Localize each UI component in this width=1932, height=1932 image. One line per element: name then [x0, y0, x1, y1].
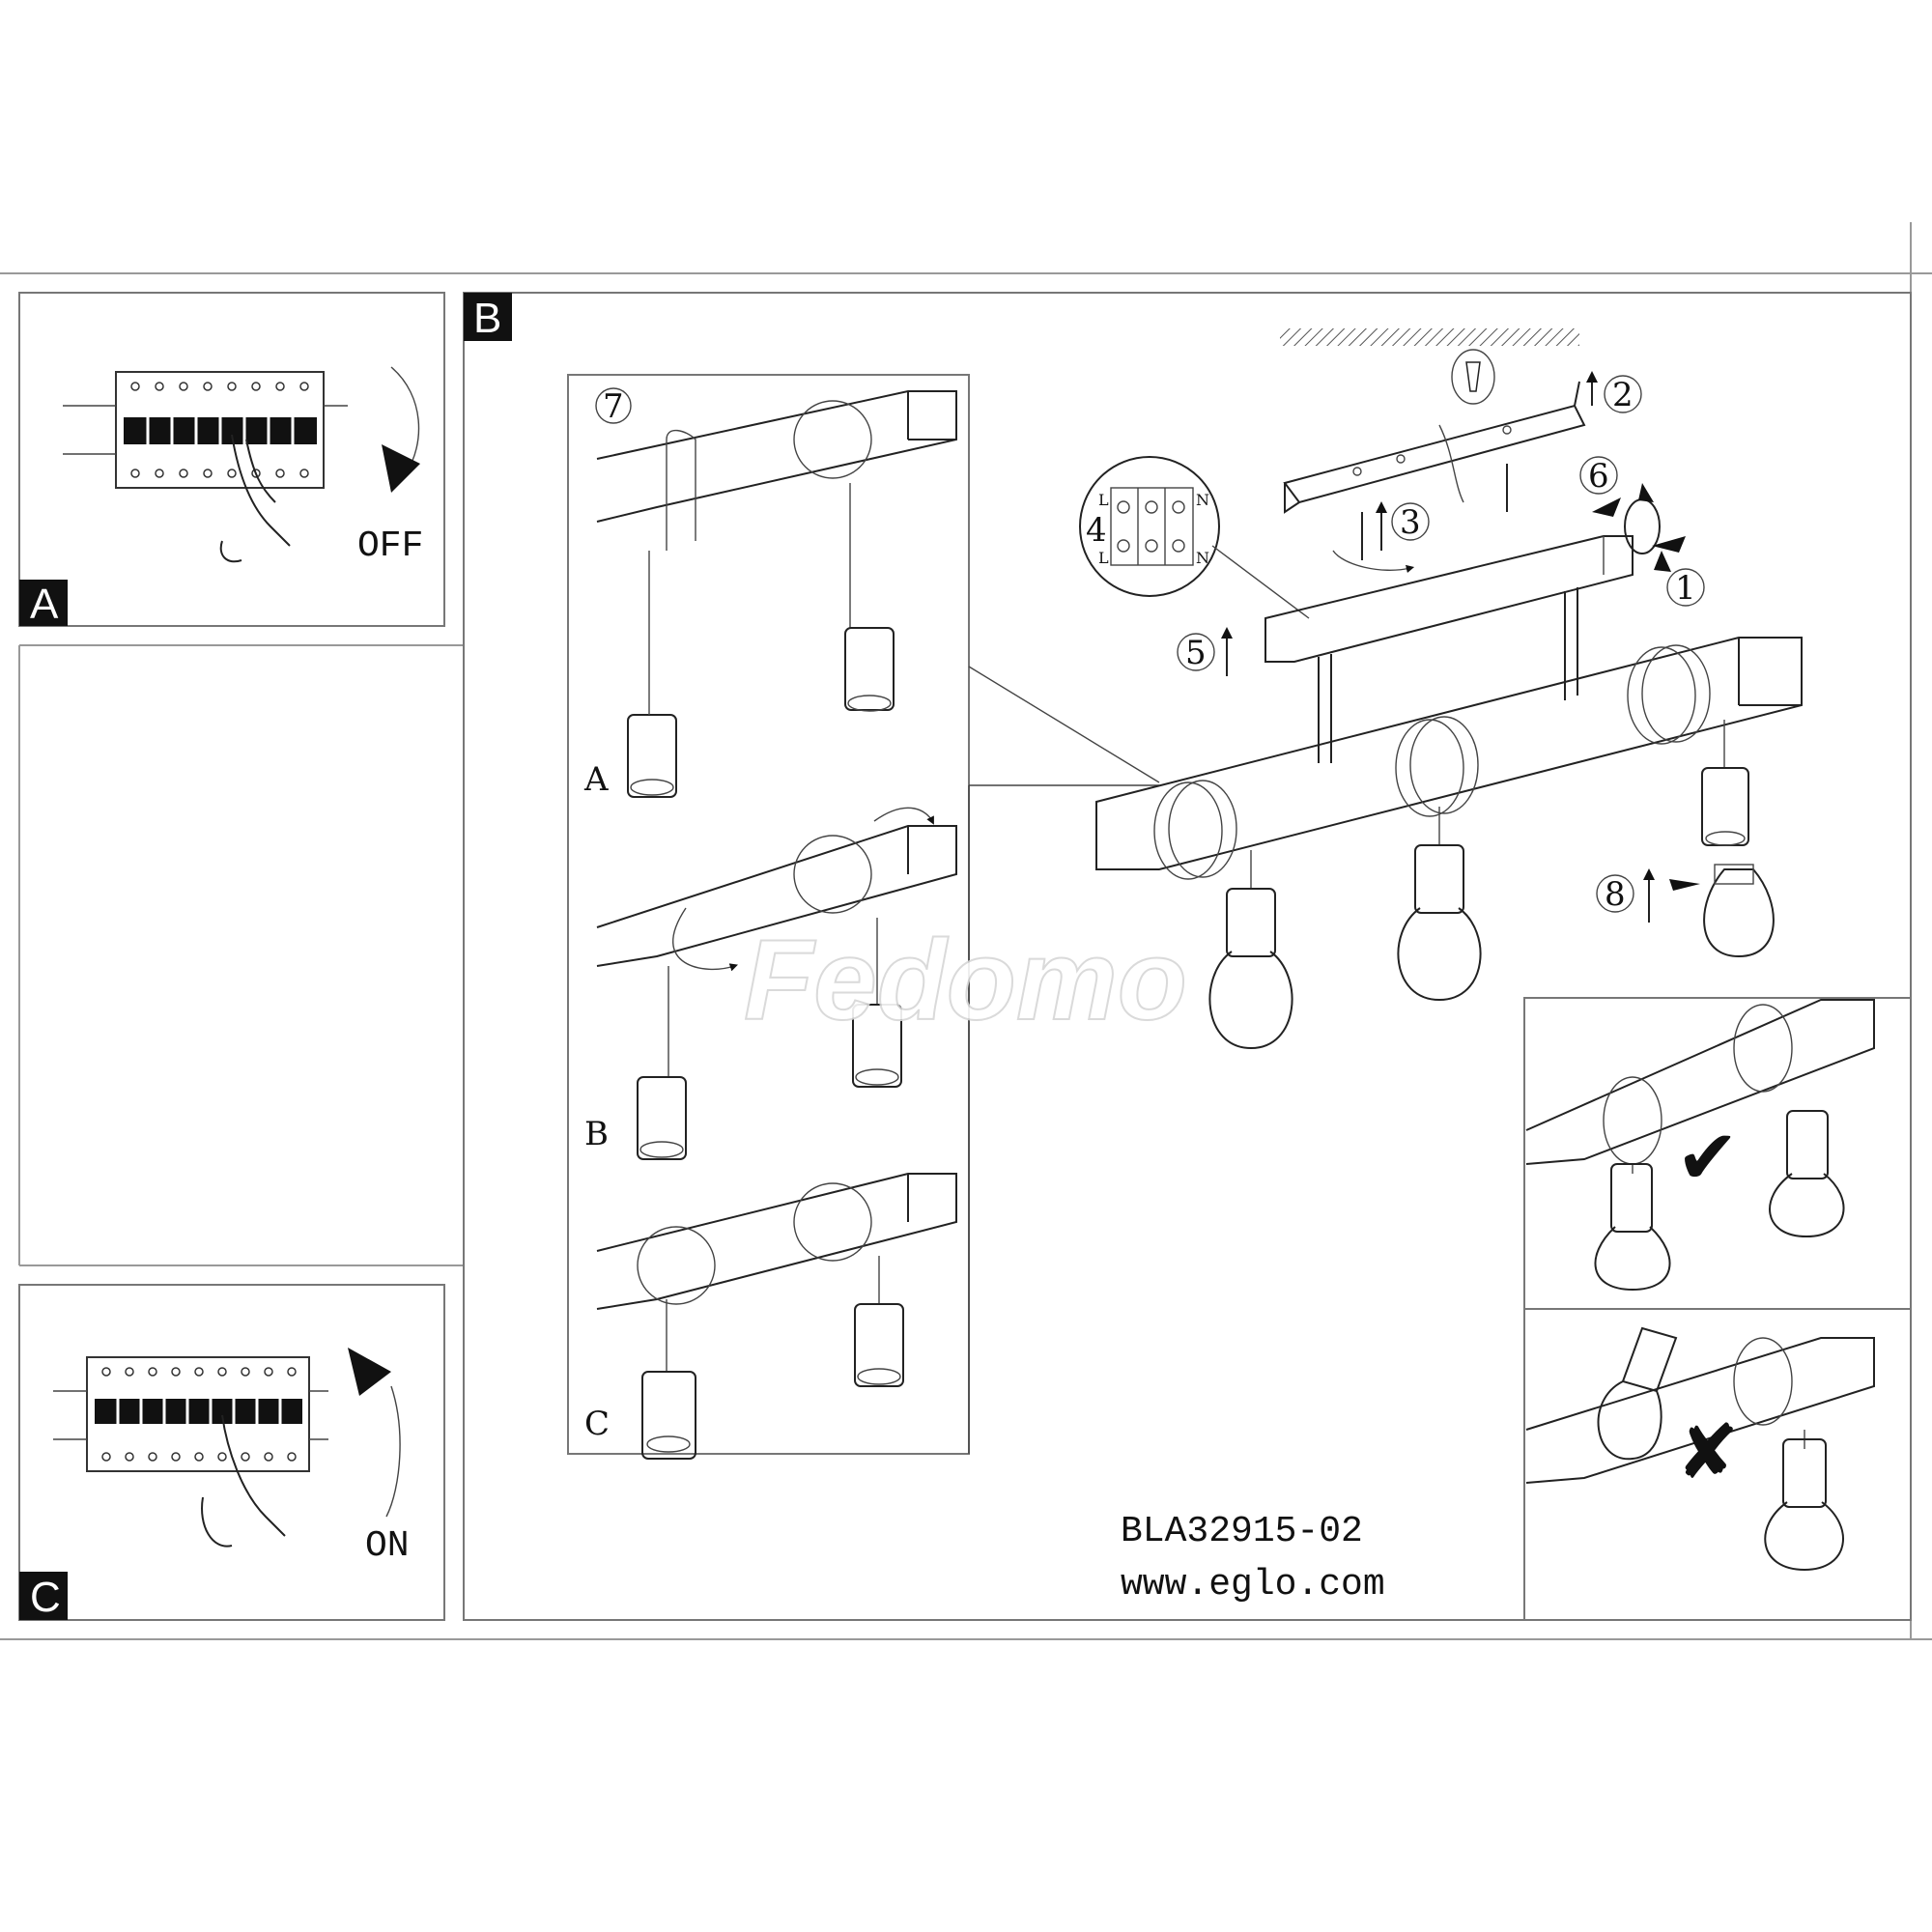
step-7-label: 7	[603, 387, 624, 426]
step-8-marker: 8	[1596, 864, 1775, 958]
pendant-socket-right	[1701, 720, 1749, 846]
callout-lines	[968, 666, 1160, 1454]
correct-example-box: ✔	[1523, 997, 1912, 1310]
step-8-label: 8	[1605, 875, 1626, 914]
screw-icon	[1361, 464, 1508, 560]
watermark: Fedomo	[744, 917, 1187, 1044]
step-5-marker: 5	[1177, 627, 1233, 676]
variant-b-drawing	[596, 807, 957, 1160]
variant-c-label: C	[584, 1405, 610, 1443]
cross-mark: ✘	[1676, 1409, 1739, 1496]
panel-b: B 7 A	[463, 292, 1912, 1621]
pendant-bulb-middle	[1397, 807, 1482, 1002]
arrow-down-icon	[382, 444, 420, 493]
ceiling-hatch	[1280, 328, 1579, 346]
terminal-l-bottom: L	[1098, 549, 1109, 567]
panel-b-tag: B	[473, 295, 501, 342]
step-6-marker: 6	[1579, 456, 1661, 554]
step-1-label: 1	[1675, 569, 1696, 608]
mounting-bracket	[1283, 381, 1586, 514]
switch-off-label: OFF	[357, 526, 423, 567]
step-2-label: 2	[1612, 376, 1634, 414]
turn-on-arrow-icon	[385, 1385, 401, 1518]
incorrect-example-box: ✘	[1523, 1308, 1912, 1621]
terminal-l-top: L	[1098, 491, 1109, 509]
terminal-n-top: N	[1196, 491, 1209, 509]
check-mark: ✔	[1676, 1115, 1739, 1202]
terminal-n-bottom: N	[1196, 549, 1209, 567]
variant-c-drawing	[596, 1173, 957, 1460]
step-3-marker: 3	[1332, 501, 1430, 574]
website-link[interactable]: www.eglo.com	[1121, 1564, 1385, 1605]
switch-on-label: ON	[365, 1525, 410, 1567]
step-2-marker: 2	[1586, 371, 1642, 414]
model-number: BLA32915-02	[1121, 1511, 1363, 1552]
breaker-box-icon	[53, 1356, 328, 1472]
pendant-bulb-left	[1208, 850, 1293, 1050]
step-1-marker: 1	[1652, 536, 1705, 608]
step-4-label: 4	[1086, 511, 1107, 550]
step-6-label: 6	[1588, 457, 1609, 496]
panel-a-tag: A	[30, 581, 59, 628]
wall-plug-icon	[1451, 349, 1495, 405]
variant-a-drawing	[596, 390, 957, 798]
terminal-block-detail: L L N N 4	[1079, 456, 1310, 619]
variant-b-label: B	[584, 1115, 609, 1153]
main-bar	[1095, 637, 1803, 880]
step-3-label: 3	[1400, 503, 1421, 542]
panel-c-tag: C	[30, 1574, 61, 1621]
hand-icon	[201, 1414, 286, 1548]
breaker-box-icon	[63, 371, 348, 489]
variant-a-label: A	[583, 760, 609, 799]
hand-icon	[219, 434, 291, 563]
panel-a: OFF A	[18, 292, 445, 628]
step-5-label: 5	[1185, 634, 1207, 672]
arrow-up-icon	[348, 1348, 391, 1396]
panel-c: ON C	[18, 1284, 445, 1621]
